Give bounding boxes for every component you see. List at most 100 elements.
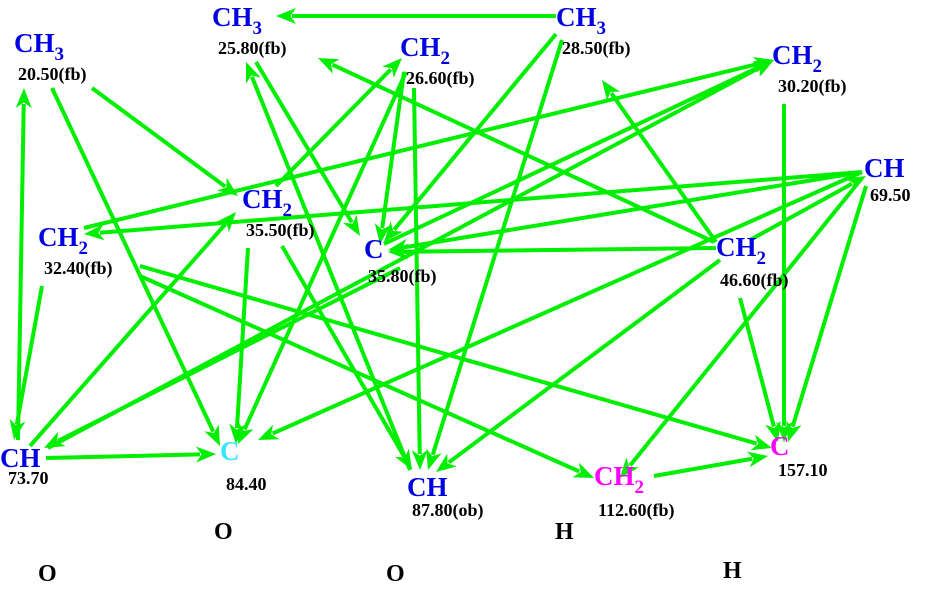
edge-n73_7-to-n35_5 [28,212,236,448]
node-n35_8-label: C [364,236,384,263]
chemical-shift-value: 35.80(fb) [368,266,437,286]
edge-line [331,62,715,244]
node-n26_6-label: CH2 [400,32,450,69]
arrowhead-icon [382,58,402,78]
arrowhead-icon [388,243,409,260]
edge-line [28,222,227,448]
node-n84_4-shift: 84.40 [226,474,267,494]
edge-line [16,103,26,441]
edge-line [274,67,393,188]
atom-symbol: CH [716,232,757,262]
arrowhead-icon [436,453,457,472]
chemical-shift-value: 32.40(fb) [44,258,113,278]
edge-line [653,456,753,478]
arrowhead-icon [195,446,216,463]
edge-n112_6-to-n157_1 [653,451,768,478]
arrowhead-icon [15,88,32,109]
edge-line [45,452,201,460]
edge-n46_6-to-n28_5 [602,80,718,244]
arrowhead-icon [776,422,792,442]
atom-symbol: C [770,431,790,461]
chemical-shift-value: 84.40 [226,474,267,494]
node-n73_7-shift: 73.70 [8,468,49,488]
hydrogen-count: 2 [812,56,823,77]
edge-n25_8-to-n35_8 [254,60,360,236]
atom-group: CH [0,445,41,472]
arrowhead-icon [411,449,428,470]
chemical-shift-value: 35.50(fb) [246,220,315,240]
atom-group: CH3 [212,4,262,39]
atom-group: C [364,236,384,263]
edge-layer [9,8,868,478]
heteroatom-o1: O [214,519,233,545]
edge-line [383,65,761,246]
atom-symbol: CH [38,222,79,252]
chemical-shift-value: 157.10 [778,460,828,480]
edge-line [14,285,44,425]
arrowhead-icon [229,423,246,444]
atom-group: CH2 [38,222,88,259]
atom-symbol: CH [400,32,441,62]
atom-symbol: CH [242,184,283,214]
chemical-shift-value: 26.60(fb) [406,68,475,88]
node-n28_5-shift: 28.50(fb) [562,38,631,58]
edge-n73_7-to-n84_4 [45,446,216,463]
arrowhead-icon [765,420,781,442]
edge-n69_5-to-n35_8 [388,170,863,255]
hydrogen-count: 2 [78,238,89,259]
atom-symbol: CH [556,2,597,32]
hydrogen-count: 2 [440,48,451,69]
edge-line [271,170,863,436]
atom-group: CH3 [14,28,64,65]
hydrogen-count: 3 [596,18,607,39]
edge-n30_2-to-n157_1 [776,104,792,442]
edge-n28_5-to-n25_8 [276,8,556,24]
chemical-shift-value: 20.50(fb) [18,64,87,84]
arrowhead-icon [374,223,391,244]
edge-line [139,274,581,474]
node-n20_5-label: CH3 [14,28,64,65]
edge-n69_5-to-n84_4 [258,170,863,440]
edge-n32_4-to-n112_6 [139,274,594,478]
edge-line [403,246,717,254]
heteroatom-o2: O [38,561,57,587]
arrowhead-icon [276,8,296,24]
chemical-shift-value: 69.50 [870,185,911,205]
node-n46_6-label: CH2 [716,232,766,269]
node-n28_5-label: CH3 [556,2,606,39]
node-n73_7-label: CH [0,445,41,472]
atom-group: CH [864,155,905,182]
node-n20_5-shift: 20.50(fb) [18,64,87,84]
node-n69_5-shift: 69.50 [870,185,911,205]
edge-n28_5-to-n87_8 [426,39,564,470]
atom-symbol: CH [14,28,55,58]
node-n87_8-shift: 87.80(ob) [412,500,484,520]
node-n69_5-label: CH [864,155,905,182]
atom-group: CH [407,474,448,501]
hydrogen-count: 2 [634,477,645,498]
atom-symbol: CH [594,461,635,491]
edge-line [790,185,868,428]
edge-n73_7-to-n20_5 [15,88,32,441]
atom-group: CH2 [400,32,450,69]
arrowhead-icon [750,434,772,451]
edge-n35_5-to-n26_6 [274,58,402,188]
arrowhead-icon [395,448,412,470]
atom-group: CH2 [772,42,822,77]
node-n25_8-shift: 25.80(fb) [218,38,287,58]
arrowhead-icon [84,224,105,241]
arrowhead-icon [9,418,26,440]
hydrogen-count: 2 [756,248,767,269]
edge-line [57,266,401,443]
edge-line [280,244,406,458]
edge-n35_8-to-n73_7 [44,266,401,448]
node-n112_6-label: CH2 [594,461,644,498]
chemical-shift-value: 112.60(fb) [598,500,675,520]
heteroatom-h1: H [555,519,574,545]
edge-n69_5-to-n32_4 [84,170,863,241]
chemical-shift-value: 25.80(fb) [218,38,287,58]
atom-group: CH3 [556,2,606,39]
arrowhead-icon [342,214,360,236]
edge-n87_8-to-n25_8 [246,62,412,471]
